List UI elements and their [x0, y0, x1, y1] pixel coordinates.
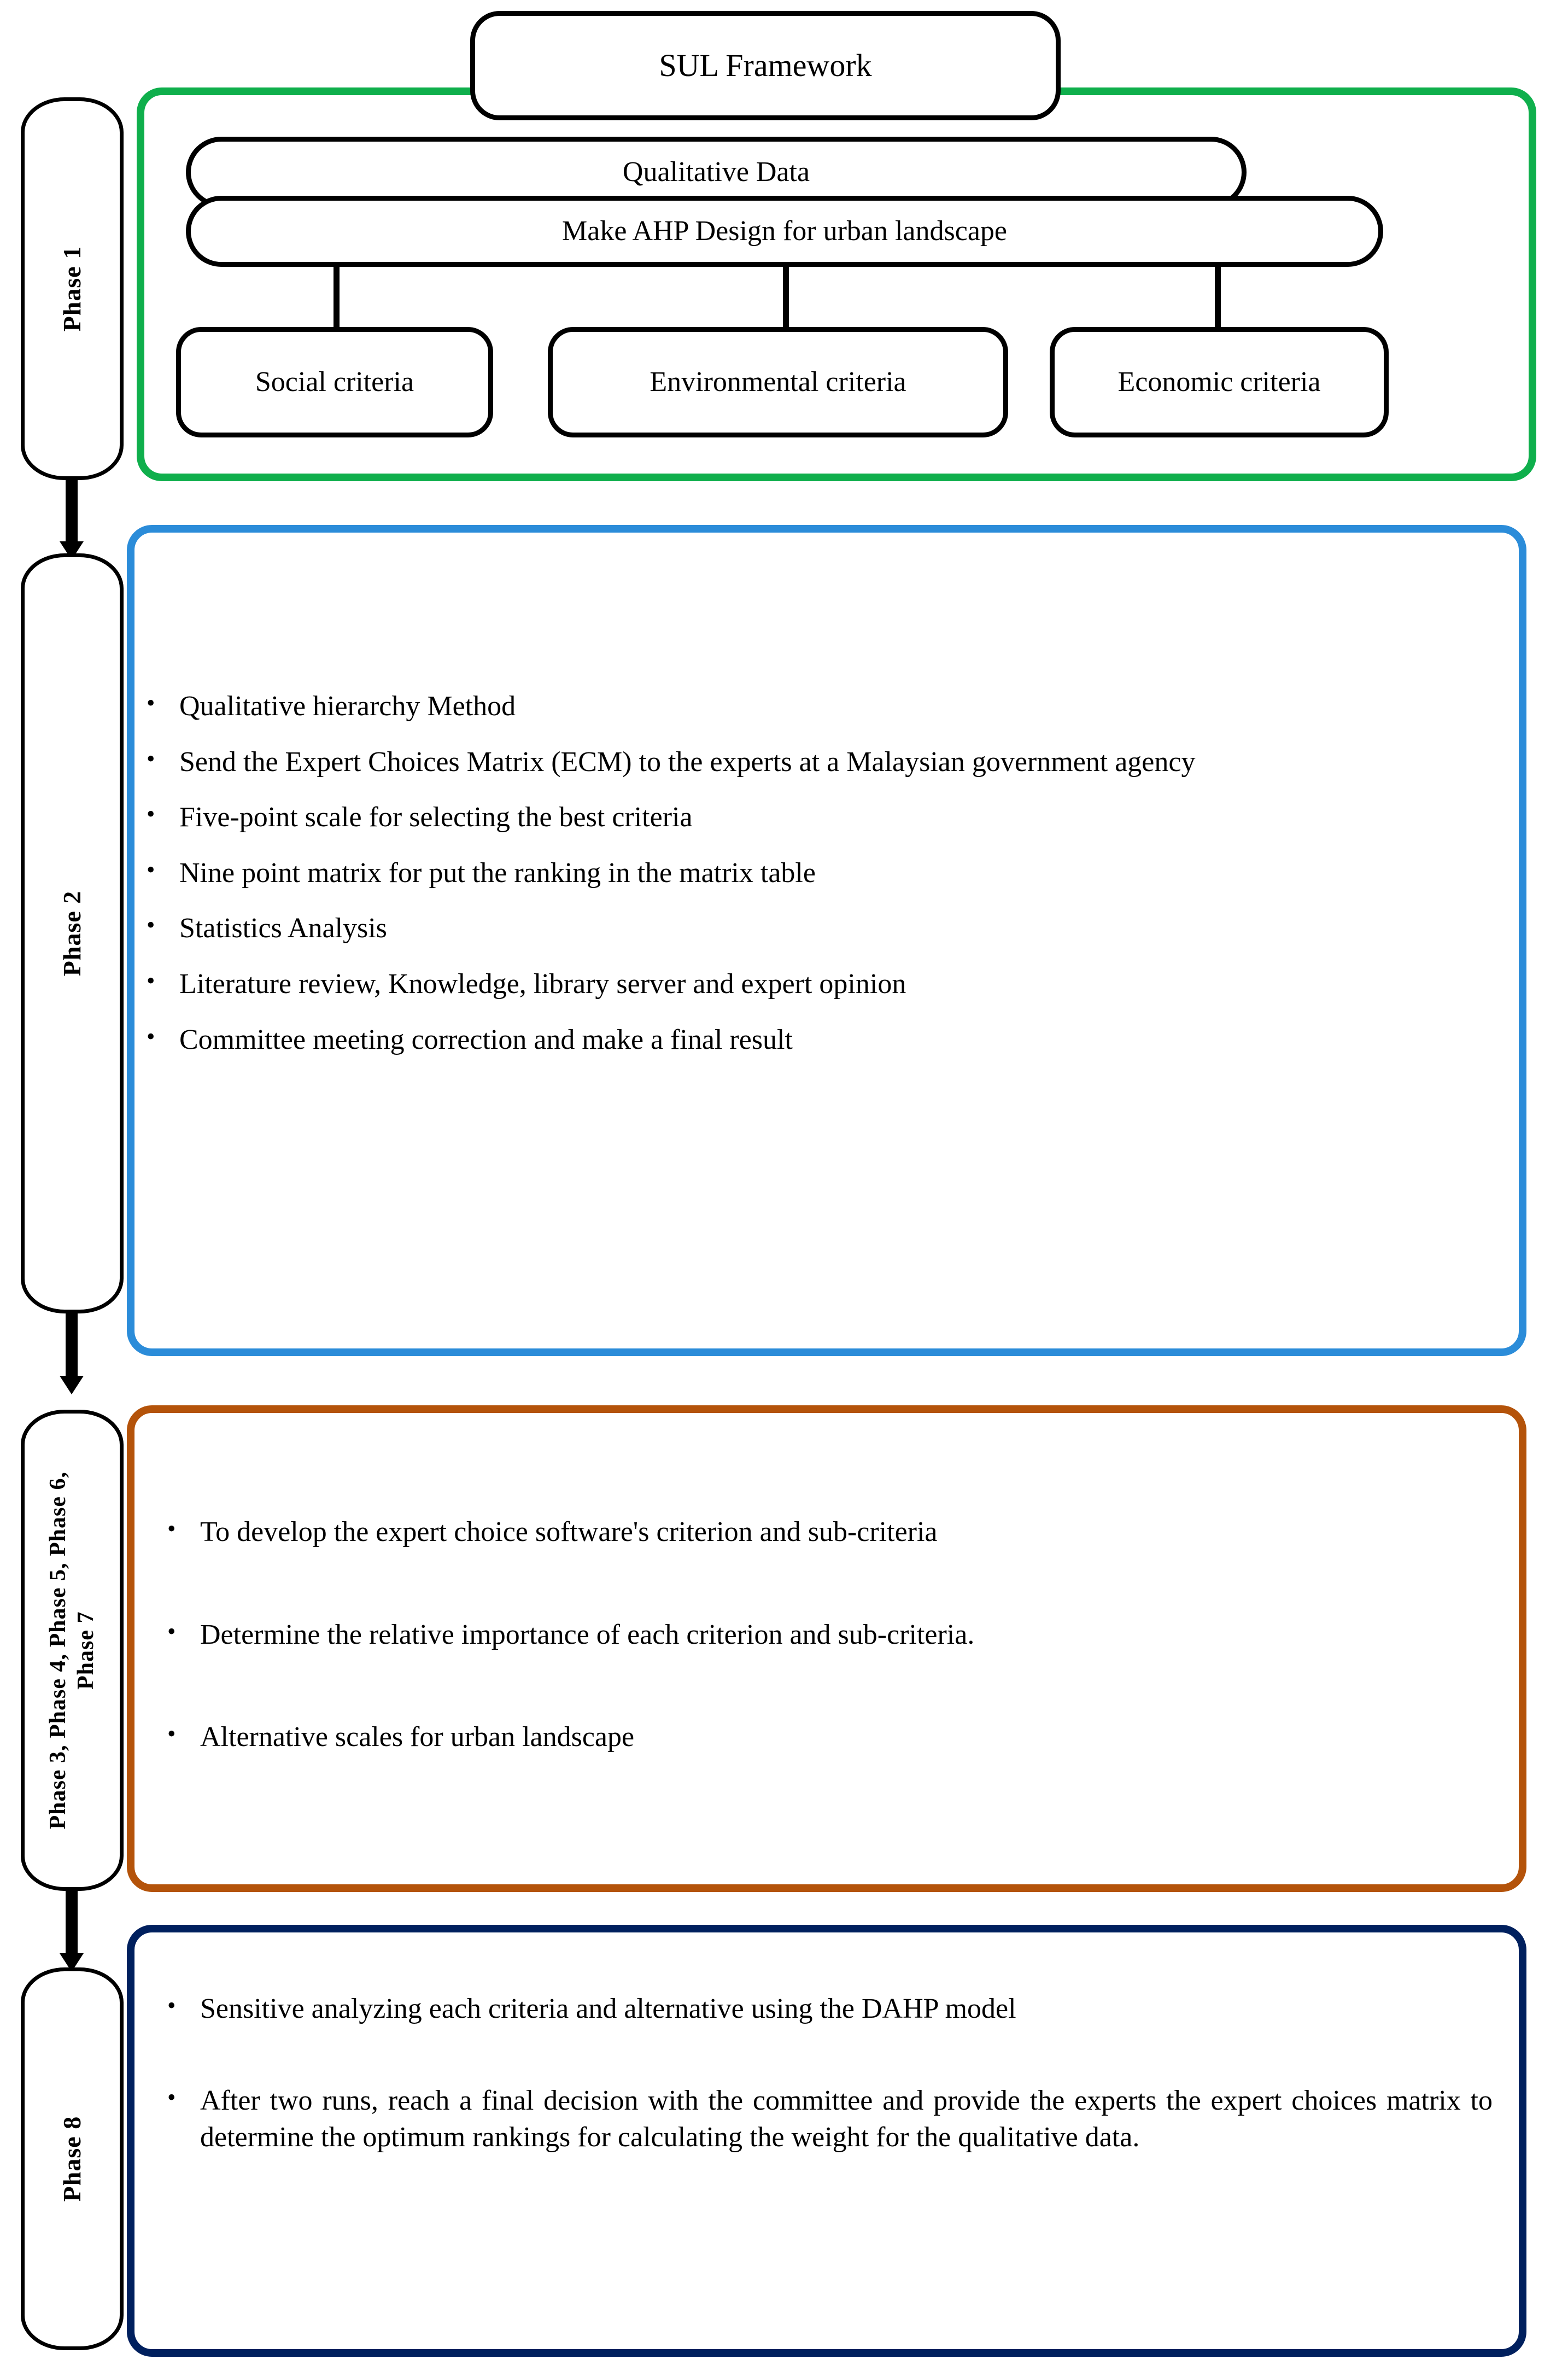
bullet-icon: •	[147, 967, 155, 994]
phase3to7-container	[127, 1405, 1526, 1892]
bullet-icon: •	[147, 745, 155, 772]
sul-framework-node: SUL Framework	[470, 11, 1061, 120]
list-item: • Committee meeting correction and make …	[143, 1021, 1499, 1059]
list-item: • Five-point scale for selecting the bes…	[143, 799, 1499, 836]
arrow-to-social-line	[334, 267, 340, 347]
phase3to7-bullet-text: To develop the expert choice software's …	[200, 1516, 938, 1547]
qualitative-data-label: Qualitative Data	[622, 156, 810, 188]
list-item: • Sensitive analyzing each criteria and …	[164, 1990, 1493, 2028]
phase2-bullet-text: Five-point scale for selecting the best …	[179, 802, 693, 833]
bullet-icon: •	[147, 856, 155, 883]
bullet-icon: •	[147, 912, 155, 939]
phase3to7-label-pill: Phase 3, Phase 4, Phase 5, Phase 6,Phase…	[21, 1410, 124, 1891]
phase2-bullet-text: Committee meeting correction and make a …	[179, 1024, 793, 1055]
connector-phase1-phase2-line	[66, 480, 78, 547]
phase2-bullet-text: Send the Expert Choices Matrix (ECM) to …	[179, 746, 1196, 778]
bullet-icon: •	[147, 1023, 155, 1050]
list-item: • Qualitative hierarchy Method	[143, 688, 1499, 725]
criteria-label-environmental: Environmental criteria	[650, 366, 906, 398]
bullet-icon: •	[167, 1720, 176, 1748]
phase1-label-pill: Phase 1	[21, 97, 124, 480]
phase2-bullet-list: • Qualitative hierarchy Method • Send th…	[143, 688, 1499, 1077]
list-item: • Nine point matrix for put the ranking …	[143, 855, 1499, 892]
bullet-icon: •	[167, 1515, 176, 1542]
phase2-bullet-text: Nine point matrix for put the ranking in…	[179, 857, 816, 889]
arrow-to-economic-line	[1215, 267, 1221, 347]
phase8-container	[127, 1925, 1526, 2357]
criteria-node-social: Social criteria	[176, 327, 493, 437]
phase3to7-bullet-text: Determine the relative importance of eac…	[200, 1619, 975, 1650]
criteria-label-social: Social criteria	[255, 366, 414, 398]
arrow-to-environmental-line	[783, 267, 789, 347]
bullet-icon: •	[167, 2083, 176, 2111]
list-item: • Literature review, Knowledge, library …	[143, 966, 1499, 1003]
list-item: • Alternative scales for urban landscape	[164, 1719, 1493, 1756]
make-ahp-design-label: Make AHP Design for urban landscape	[562, 215, 1007, 247]
phase8-label: Phase 8	[57, 2116, 86, 2202]
phase2-bullet-text: Qualitative hierarchy Method	[179, 691, 516, 722]
list-item: • Send the Expert Choices Matrix (ECM) t…	[143, 744, 1499, 781]
criteria-label-economic: Economic criteria	[1118, 366, 1321, 398]
criteria-node-environmental: Environmental criteria	[548, 327, 1008, 437]
list-item: • After two runs, reach a final decision…	[164, 2082, 1493, 2156]
phase8-label-pill: Phase 8	[21, 1967, 124, 2350]
bullet-icon: •	[147, 801, 155, 828]
bullet-icon: •	[167, 1617, 176, 1645]
phase3to7-bullet-list: • To develop the expert choice software'…	[164, 1514, 1493, 1821]
phase2-container	[127, 525, 1526, 1356]
bullet-icon: •	[167, 1992, 176, 2019]
connector-phase2-phase3-arrowhead	[60, 1376, 84, 1394]
phase2-bullet-text: Statistics Analysis	[179, 913, 387, 944]
bullet-icon: •	[147, 690, 155, 716]
phase8-bullet-text: After two runs, reach a final decision w…	[200, 2084, 1493, 2153]
connector-phase3to7-phase8-line	[66, 1891, 78, 1959]
make-ahp-design-node: Make AHP Design for urban landscape	[186, 196, 1383, 267]
list-item: • Statistics Analysis	[143, 910, 1499, 947]
list-item: • To develop the expert choice software'…	[164, 1514, 1493, 1551]
phase3to7-bullet-text: Alternative scales for urban landscape	[200, 1721, 635, 1753]
list-item: • Determine the relative importance of e…	[164, 1616, 1493, 1654]
phase2-bullet-text: Literature review, Knowledge, library se…	[179, 968, 906, 1000]
sul-framework-label: SUL Framework	[659, 47, 872, 83]
phase3to7-label: Phase 3, Phase 4, Phase 5, Phase 6,Phase…	[45, 1471, 98, 1830]
connector-phase2-phase3-line	[66, 1313, 78, 1381]
criteria-node-economic: Economic criteria	[1050, 327, 1389, 437]
phase2-label-pill: Phase 2	[21, 553, 124, 1313]
phase1-label: Phase 1	[57, 246, 86, 332]
phase8-bullet-list: • Sensitive analyzing each criteria and …	[164, 1990, 1493, 2211]
phase2-label: Phase 2	[57, 890, 86, 977]
phase8-bullet-text: Sensitive analyzing each criteria and al…	[200, 1993, 1016, 2024]
